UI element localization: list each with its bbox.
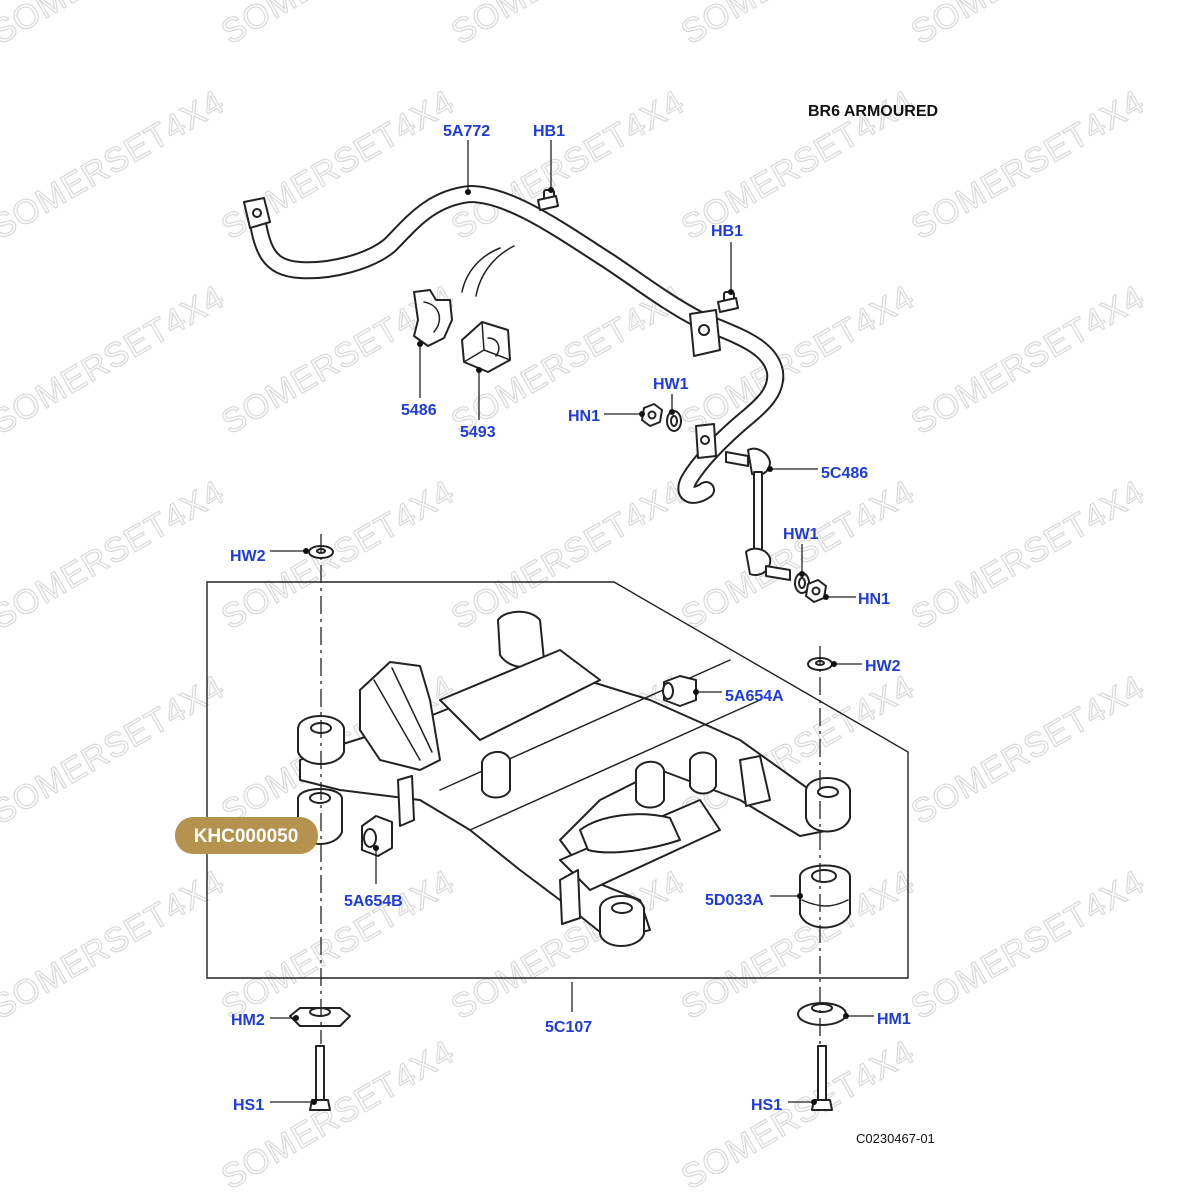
drop-link [725, 447, 791, 581]
assembly-frame [206, 581, 909, 979]
screw-hs1-right [811, 1045, 833, 1111]
callout-5486: 5486 [401, 402, 437, 419]
watermark-text: SOMERSET4X4 [905, 83, 1151, 247]
watermark-text: SOMERSET4X4 [0, 473, 231, 637]
watermark-text: SOMERSET4X4 [445, 473, 691, 637]
watermark-text: SOMERSET4X4 [445, 0, 691, 52]
stabilizer-bar [243, 185, 785, 504]
callout-hn1-lower: HN1 [858, 591, 890, 608]
nut-hn1-lower [805, 579, 827, 603]
part-number-badge-bg [175, 817, 318, 854]
watermark-text: SOMERSET4X4 [215, 0, 461, 52]
watermark-text: SOMERSET4X4 [215, 1033, 461, 1197]
watermark-text: SOMERSET4X4 [905, 0, 1151, 52]
callout-hw2-right: HW2 [865, 658, 901, 675]
bushing-clamp [413, 289, 453, 347]
watermark-text: SOMERSET4X4 [675, 278, 921, 442]
callout-hw1-upper: HW1 [653, 376, 689, 393]
model-title: BR6 ARMOURED [808, 103, 938, 120]
callout-hs1-right: HS1 [751, 1097, 782, 1114]
callout-hs1-left: HS1 [233, 1097, 264, 1114]
callout-5a654b: 5A654B [344, 893, 403, 910]
callout-5493: 5493 [460, 424, 496, 441]
plate-hm1 [797, 1002, 847, 1026]
bushing [461, 321, 511, 373]
callout-hm2: HM2 [231, 1012, 265, 1029]
washer-hw1-upper [666, 410, 682, 432]
part-number-badge-text: KHC000050 [194, 826, 299, 847]
callout-hw2-left: HW2 [230, 548, 266, 565]
callout-hb1-lower: HB1 [711, 223, 743, 240]
callout-5c486: 5C486 [821, 465, 868, 482]
bolt-hb1-upper [537, 189, 559, 211]
callout-hb1-upper: HB1 [533, 123, 565, 140]
watermark-text: SOMERSET4X4 [675, 863, 921, 1027]
callout-5d033a: 5D033A [705, 892, 764, 909]
callout-5a654a: 5A654A [725, 688, 784, 705]
bush-right [662, 675, 697, 707]
callout-hm1: HM1 [877, 1011, 911, 1028]
watermark-text: SOMERSET4X4 [905, 863, 1151, 1027]
watermark-text: SOMERSET4X4 [905, 278, 1151, 442]
watermark-text: SOMERSET4X4 [0, 863, 231, 1027]
crossmember [297, 610, 851, 947]
callout-5c107: 5C107 [545, 1019, 592, 1036]
callout-hw1-lower: HW1 [783, 526, 819, 543]
watermark-text: SOMERSET4X4 [445, 83, 691, 247]
watermark-text: SOMERSET4X4 [905, 668, 1151, 832]
watermark-text: SOMERSET4X4 [0, 0, 231, 52]
callout-hn1-upper: HN1 [568, 408, 600, 425]
leader-lines [270, 140, 874, 1105]
watermark-text: SOMERSET4X4 [0, 83, 231, 247]
screw-hs1-left [309, 1045, 331, 1111]
mount-right [799, 864, 851, 929]
watermark-text: SOMERSET4X4 [675, 1033, 921, 1197]
bolt-hb1-lower [717, 291, 739, 313]
watermark-text: SOMERSET4X4 [0, 668, 231, 832]
watermark-text: SOMERSET4X4 [0, 278, 231, 442]
illustration-reference: C0230467-01 [856, 1131, 935, 1146]
part-number-badge[interactable]: KHC000050 [175, 817, 318, 854]
callout-5a772: 5A772 [443, 123, 490, 140]
watermark-layer: SOMERSET4X4 SOMERSET4X4 SOMERSET4X4 SOME… [0, 0, 1152, 1198]
watermark-text: SOMERSET4X4 [675, 0, 921, 52]
nut-hn1-upper [641, 403, 663, 427]
watermark-text: SOMERSET4X4 [215, 863, 461, 1027]
bush-left [361, 815, 393, 857]
watermark-text: SOMERSET4X4 [905, 473, 1151, 637]
watermark-text: SOMERSET4X4 [675, 473, 921, 637]
plate-hm2 [289, 1007, 351, 1027]
